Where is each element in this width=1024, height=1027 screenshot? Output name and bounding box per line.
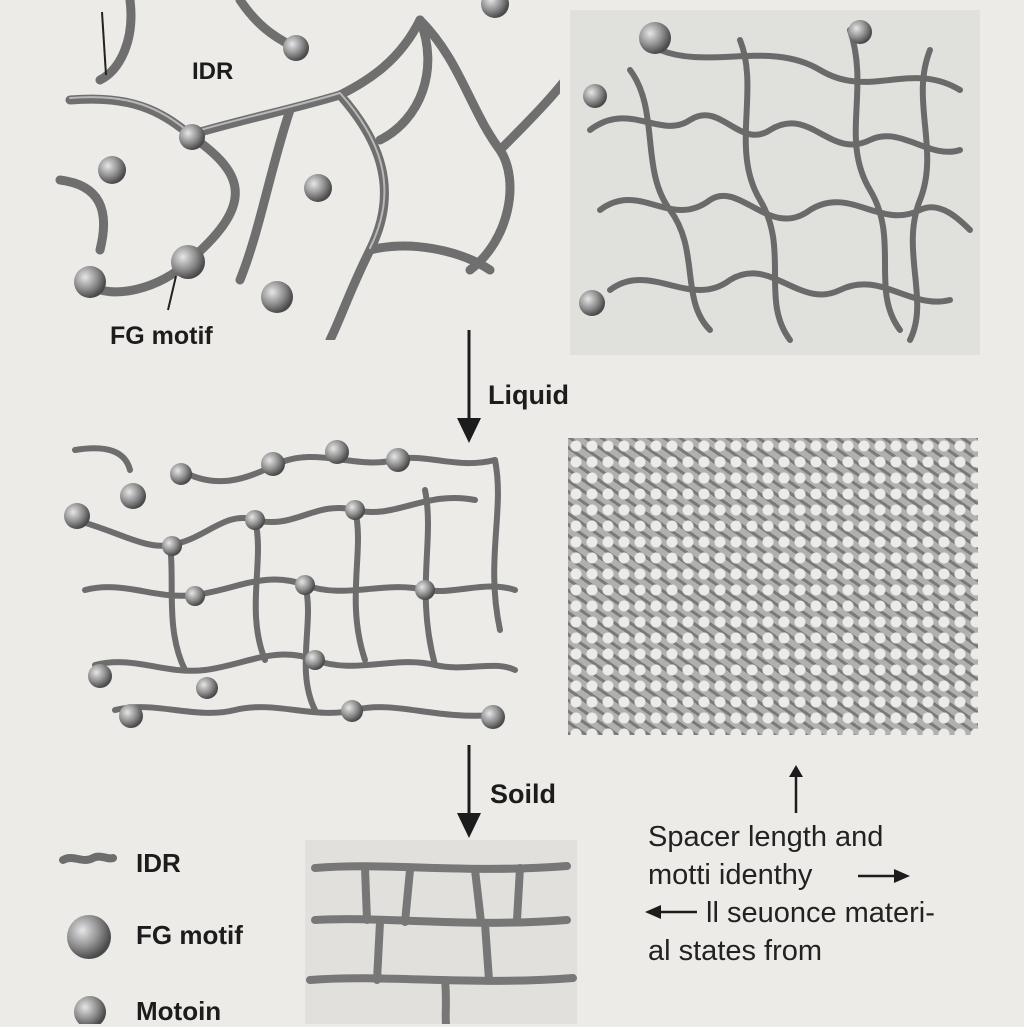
legend-fg-motif-label: FG motif	[136, 920, 243, 950]
annotation-line3: ll seuonce materi-	[706, 897, 935, 929]
solid-fiber-strands	[306, 862, 577, 1024]
fg-motif-spheres	[74, 0, 509, 313]
panel-liquid-network	[64, 440, 518, 729]
annotation-line4: al states from	[648, 935, 823, 967]
liquid-network-nodes	[64, 440, 505, 729]
motif-sphere-icon	[74, 996, 106, 1024]
panel-solid-fibers	[305, 840, 577, 1024]
panel-dense-mesh	[568, 438, 978, 735]
idr-strand-icon	[59, 852, 117, 864]
legend-motoin-label: Motoin	[136, 996, 222, 1026]
annotation-left-arrow	[645, 905, 697, 919]
legend-idr-label: IDR	[136, 848, 181, 878]
network-spheres	[579, 20, 872, 316]
annotation-line1: Spacer length and	[648, 821, 884, 853]
idr-label: IDR	[192, 58, 234, 85]
liquid-label: Liquid	[488, 380, 569, 410]
annotation-right-arrow	[858, 869, 910, 883]
panel-tangled-network	[570, 10, 980, 355]
panel-dispersed-idr	[55, 0, 560, 340]
idr-strand-highlights	[69, 92, 386, 249]
fg-motif-sphere-icon	[67, 915, 111, 959]
annotation-line2: motti identhy	[648, 859, 813, 891]
solid-arrow	[457, 745, 481, 838]
solid-label: Soild	[490, 779, 556, 809]
pointer-line	[167, 275, 177, 311]
liquid-arrow	[457, 330, 481, 443]
idr-strands	[55, 0, 560, 340]
fg-motif-label: FG motif	[110, 322, 213, 350]
pointer-line	[101, 11, 107, 76]
tangled-strands	[587, 27, 973, 343]
annotation-up-arrow	[789, 765, 803, 813]
